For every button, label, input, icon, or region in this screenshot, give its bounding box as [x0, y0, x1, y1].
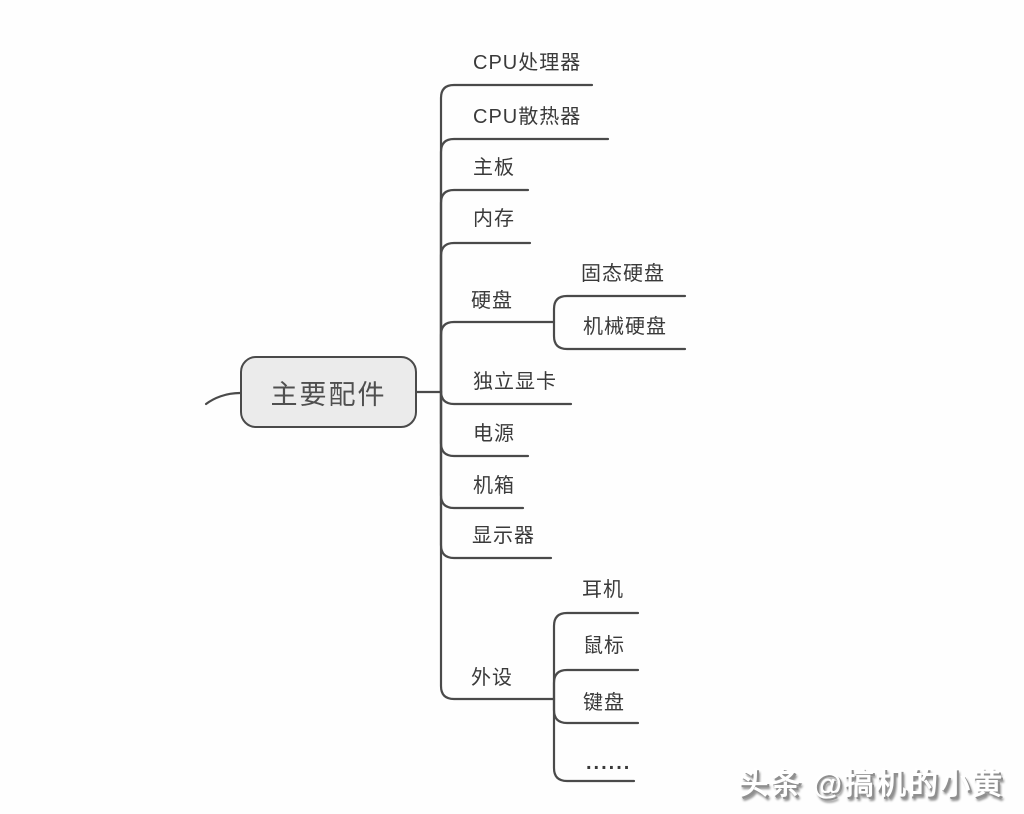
- node-memory: 内存: [473, 208, 515, 230]
- node-monitor: 显示器: [472, 525, 535, 547]
- node-ssd: 固态硬盘: [581, 263, 665, 285]
- root-node-label: 主要配件: [270, 379, 387, 410]
- connector-headphones: [552, 611, 640, 701]
- node-case: 机箱: [473, 475, 515, 497]
- node-psu: 电源: [473, 423, 515, 445]
- connector-ssd: [552, 294, 687, 324]
- connector-cpu-cooler: [439, 137, 610, 394]
- connector-hard-drive: [439, 320, 556, 394]
- node-ellipsis: ......: [586, 752, 632, 774]
- node-motherboard: 主板: [473, 157, 515, 179]
- node-gpu: 独立显卡: [473, 371, 557, 393]
- node-hdd: 机械硬盘: [583, 316, 667, 338]
- root-node: 主要配件: [240, 356, 417, 428]
- node-cpu-processor: CPU处理器: [473, 52, 582, 74]
- connector-motherboard: [439, 188, 530, 394]
- node-hard-drive: 硬盘: [471, 290, 513, 312]
- connector-hdd: [552, 320, 687, 351]
- connector-parent-stub: [204, 391, 242, 406]
- node-cpu-cooler: CPU散热器: [473, 106, 582, 128]
- node-headphones: 耳机: [582, 579, 624, 601]
- connector-ellipsis: [552, 697, 636, 783]
- node-keyboard: 键盘: [583, 692, 625, 714]
- watermark: 头条 @搞机的小黄: [738, 768, 1004, 801]
- connector-peripherals: [439, 390, 556, 701]
- connector-mouse: [552, 668, 640, 701]
- node-peripherals: 外设: [471, 667, 513, 689]
- connector-cpu-processor: [439, 83, 594, 394]
- connector-memory: [439, 241, 532, 394]
- node-mouse: 鼠标: [583, 635, 625, 657]
